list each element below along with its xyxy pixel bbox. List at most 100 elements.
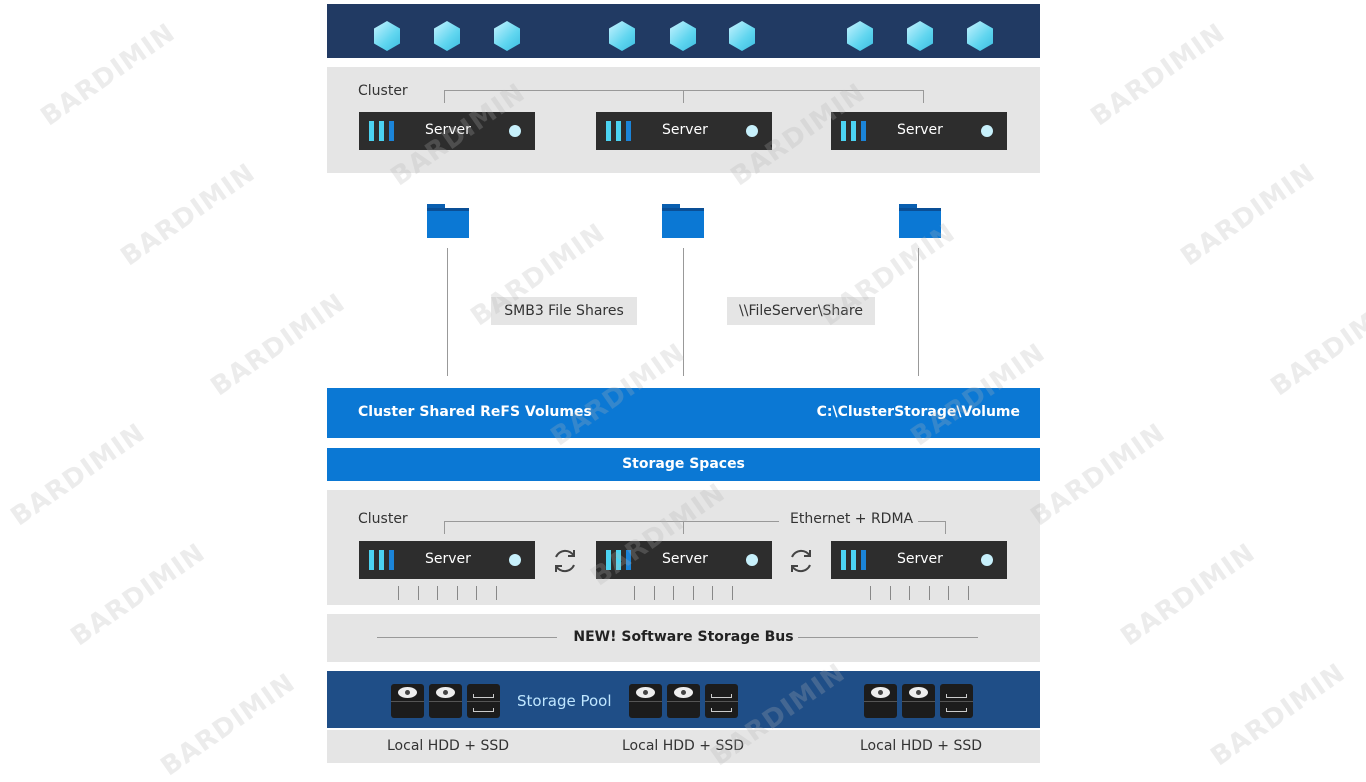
vm-bar	[327, 4, 1040, 58]
sync-icon	[791, 549, 811, 573]
server-label: Server	[425, 122, 471, 138]
share-line	[918, 248, 919, 376]
ssd-icon	[705, 684, 738, 718]
local-disks-row	[327, 730, 1040, 763]
drive-connector	[653, 586, 655, 600]
watermark: BARDIMIN	[155, 667, 301, 782]
drive-connector	[712, 586, 713, 600]
hdd-icon	[864, 684, 897, 718]
vm-cube-icon	[847, 21, 873, 51]
server-node: Server	[596, 112, 772, 150]
vm-cube-icon	[670, 21, 696, 51]
watermark: BARDIMIN	[35, 17, 181, 133]
watermark: BARDIMIN	[115, 157, 261, 273]
vm-cube-icon	[967, 21, 993, 51]
ssd-icon	[940, 684, 973, 718]
drive-connector	[870, 586, 871, 600]
status-dot-icon	[746, 554, 758, 566]
storage-pool-label: Storage Pool	[517, 692, 612, 710]
server-label: Server	[897, 551, 943, 567]
server-bars-icon	[841, 121, 871, 141]
csv-bar: Cluster Shared ReFS Volumes C:\ClusterSt…	[327, 388, 1040, 438]
hdd-icon	[902, 684, 935, 718]
ssd-icon	[467, 684, 500, 718]
server-bars-icon	[369, 121, 399, 141]
server-node: Server	[831, 112, 1007, 150]
watermark: BARDIMIN	[815, 217, 961, 333]
status-dot-icon	[746, 125, 758, 137]
hdd-icon	[629, 684, 662, 718]
status-dot-icon	[509, 554, 521, 566]
hdd-icon	[391, 684, 424, 718]
drive-connector	[731, 586, 733, 600]
vm-cube-icon	[907, 21, 933, 51]
local-disks-label: Local HDD + SSD	[387, 738, 510, 754]
server-label: Server	[662, 551, 708, 567]
watermark: BARDIMIN	[1265, 287, 1366, 403]
bus-line	[798, 637, 978, 638]
local-disks-label: Local HDD + SSD	[860, 738, 983, 754]
storage-bus-panel	[327, 614, 1040, 662]
bottom-cluster-label: Cluster	[358, 511, 408, 527]
hdd-icon	[429, 684, 462, 718]
server-bars-icon	[606, 121, 636, 141]
vm-cube-icon	[374, 21, 400, 51]
server-label: Server	[897, 122, 943, 138]
drive-connector	[967, 586, 969, 600]
drive-connector	[634, 586, 635, 600]
watermark: BARDIMIN	[1205, 657, 1351, 773]
drive-connector	[398, 586, 399, 600]
server-bars-icon	[369, 550, 399, 570]
cluster-link	[945, 521, 946, 534]
top-cluster-label: Cluster	[358, 83, 408, 99]
watermark: BARDIMIN	[1115, 537, 1261, 653]
drive-connector	[437, 586, 438, 600]
drive-connector	[476, 586, 477, 600]
cluster-link	[683, 90, 684, 103]
drive-connector	[889, 586, 891, 600]
folder-icon	[899, 204, 941, 238]
smb-label: SMB3 File Shares	[491, 297, 637, 325]
vm-cube-icon	[434, 21, 460, 51]
cluster-link	[683, 521, 684, 534]
watermark: BARDIMIN	[1025, 417, 1171, 533]
share-path-label: \\FileServer\Share	[727, 297, 875, 325]
server-bars-icon	[841, 550, 871, 570]
drive-connector	[456, 586, 458, 600]
storage-spaces-label: Storage Spaces	[622, 456, 745, 472]
bus-line	[377, 637, 557, 638]
server-node: Server	[831, 541, 1007, 579]
drive-connector	[948, 586, 949, 600]
cluster-link	[923, 90, 924, 103]
vm-cube-icon	[609, 21, 635, 51]
cluster-link	[444, 90, 924, 91]
status-dot-icon	[981, 554, 993, 566]
folder-icon	[427, 204, 469, 238]
watermark: BARDIMIN	[1085, 17, 1231, 133]
vm-cube-icon	[729, 21, 755, 51]
watermark: BARDIMIN	[5, 417, 151, 533]
vm-cube-icon	[494, 21, 520, 51]
csv-path: C:\ClusterStorage\Volume	[816, 404, 1020, 420]
server-node: Server	[596, 541, 772, 579]
folder-icon	[662, 204, 704, 238]
status-dot-icon	[981, 125, 993, 137]
server-node: Server	[359, 541, 535, 579]
server-label: Server	[425, 551, 471, 567]
network-label: Ethernet + RDMA	[790, 511, 914, 527]
storage-spaces-bar: Storage Spaces	[327, 448, 1040, 481]
drive-connector	[909, 586, 910, 600]
drive-connector	[495, 586, 497, 600]
server-bars-icon	[606, 550, 636, 570]
share-line	[447, 248, 448, 376]
watermark: BARDIMIN	[65, 537, 211, 653]
sync-icon	[555, 549, 575, 573]
server-label: Server	[662, 122, 708, 138]
status-dot-icon	[509, 125, 521, 137]
server-node: Server	[359, 112, 535, 150]
cluster-link	[444, 521, 779, 522]
cluster-link	[918, 521, 946, 522]
drive-connector	[417, 586, 419, 600]
share-line	[683, 248, 684, 376]
storage-bus-label: NEW! Software Storage Bus	[573, 629, 794, 645]
